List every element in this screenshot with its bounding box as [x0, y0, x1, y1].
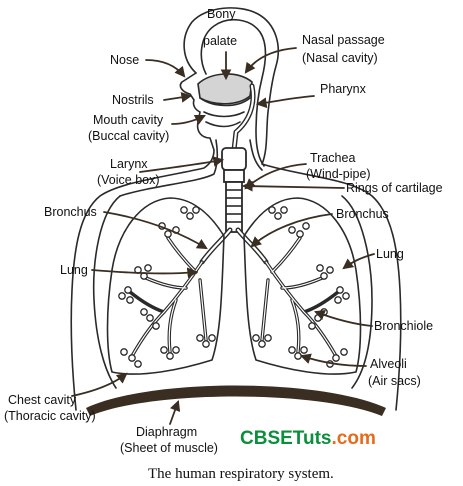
bronchiole-label: Bronchiole — [374, 319, 433, 333]
trachea-label-2: (Wind-pipe) — [306, 167, 371, 181]
diaphragm-label-2: (Sheet of muscle) — [120, 441, 218, 455]
chest-cavity-label-1: Chest cavity — [8, 393, 77, 407]
nasal-passage-label-1: Nasal passage — [302, 33, 385, 47]
larynx-label-2: (Voice box) — [97, 173, 160, 187]
larynx-label-1: Larynx — [110, 157, 148, 171]
pharynx-label: Pharynx — [320, 82, 367, 96]
alveoli-clusters-left — [118, 206, 216, 368]
bronchus-left-label: Bronchus — [44, 205, 97, 219]
alveoli-label-1: Alveoli — [370, 357, 407, 371]
airway-tube — [199, 83, 269, 265]
left-lung — [106, 197, 225, 375]
diaphragm-shape — [86, 385, 386, 416]
nasal-passage-label-2: (Nasal cavity) — [302, 51, 378, 65]
trachea-label-1: Trachea — [310, 151, 355, 165]
watermark-part-2: Tuts — [293, 428, 332, 449]
mouth-cavity-label-2: (Buccal cavity) — [88, 129, 169, 143]
figure-caption: The human respiratory system. — [148, 466, 334, 482]
watermark-part-3: .com — [332, 428, 376, 449]
bony-palate-label-1: Bony — [207, 7, 236, 21]
alveoli-label-2: (Air sacs) — [368, 374, 421, 388]
body-outline — [70, 7, 402, 411]
bronchus-right-label: Bronchus — [336, 207, 389, 221]
watermark-part-1: CBSE — [240, 428, 293, 449]
right-lung — [243, 197, 362, 375]
chest-cavity-label-2: (Thoracic cavity) — [4, 409, 96, 423]
alveoli-clusters-right — [252, 206, 350, 368]
lung-right-label: Lung — [376, 247, 404, 261]
rings-label: Rings of cartilage — [346, 181, 443, 195]
nasal-cavity-shape — [197, 73, 253, 128]
nose-label: Nose — [110, 53, 139, 67]
pointer-lines — [71, 47, 375, 425]
diaphragm-label-1: Diaphragm — [136, 425, 197, 439]
watermark: CBSETuts.com — [240, 428, 376, 449]
bony-palate-label-2: palate — [203, 34, 237, 48]
nostrils-label: Nostrils — [112, 93, 154, 107]
cartilage-rings — [226, 189, 242, 223]
mouth-cavity-label-1: Mouth cavity — [93, 113, 164, 127]
lung-left-label: Lung — [60, 263, 88, 277]
